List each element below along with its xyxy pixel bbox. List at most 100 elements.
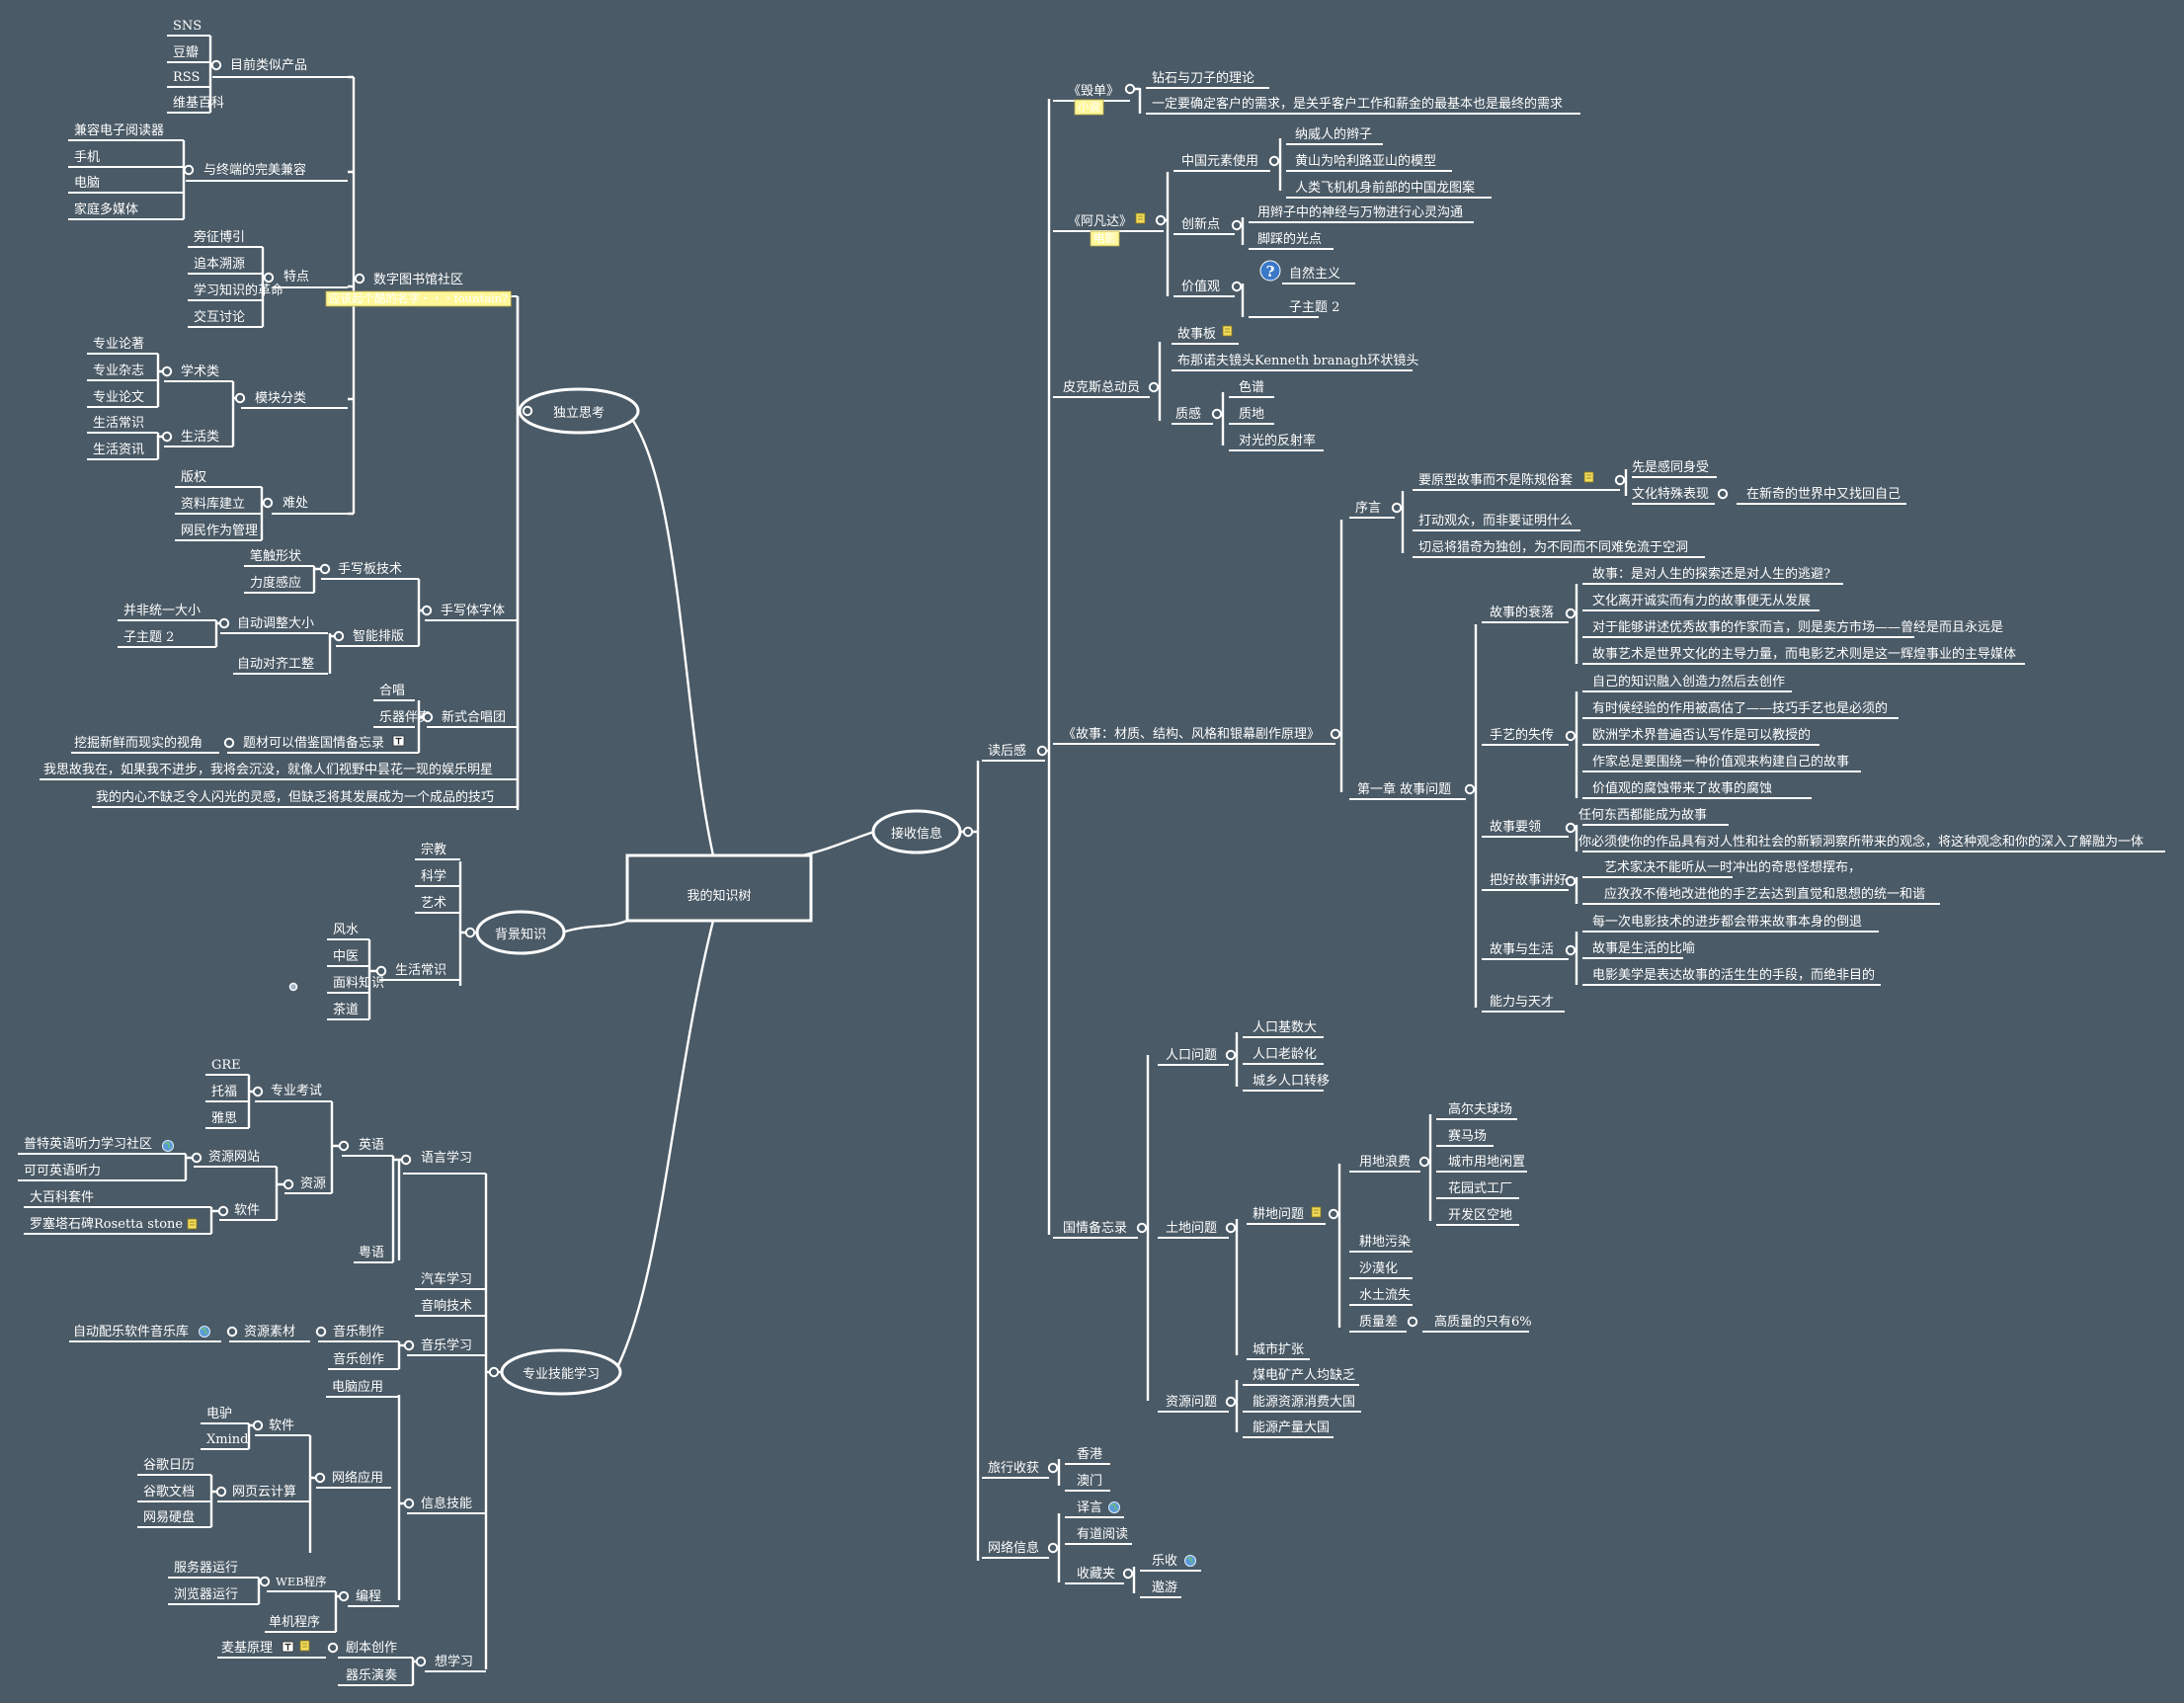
leaf-topic[interactable]: 雅思 bbox=[211, 1111, 237, 1126]
net-info-topic[interactable]: 网络信息 bbox=[988, 1540, 1039, 1556]
cantonese-topic[interactable]: 粤语 bbox=[359, 1245, 384, 1260]
leaf-topic[interactable]: 维基百科 bbox=[173, 96, 224, 111]
autoalign-topic[interactable]: 自动对齐工整 bbox=[237, 656, 314, 672]
quality-topic[interactable]: 质量差 bbox=[1359, 1315, 1398, 1330]
leaf-topic[interactable]: 子主题 2 bbox=[123, 630, 174, 645]
collapse-dot[interactable] bbox=[1047, 1542, 1059, 1554]
globe-icon[interactable] bbox=[199, 1326, 210, 1338]
leaf-topic[interactable]: 生活常识 bbox=[93, 416, 144, 431]
chapter-topic[interactable]: 把好故事讲好 bbox=[1490, 873, 1567, 888]
collapse-dot[interactable] bbox=[259, 1576, 271, 1587]
resource-topic[interactable]: 资源问题 bbox=[1166, 1395, 1217, 1410]
leaf-topic[interactable]: 手机 bbox=[74, 150, 100, 165]
yiyan-topic[interactable]: 译言 bbox=[1077, 1500, 1102, 1515]
collapse-dot[interactable] bbox=[1328, 1208, 1339, 1220]
music-library-topic[interactable]: 自动配乐软件音乐库 bbox=[73, 1324, 189, 1339]
leaf-topic[interactable]: 旁征博引 bbox=[194, 229, 245, 245]
leaf-topic[interactable]: 大百科套件 bbox=[30, 1189, 94, 1205]
collapse-dot[interactable] bbox=[1391, 502, 1403, 514]
leaf-topic[interactable]: 赛马场 bbox=[1448, 1128, 1487, 1144]
collapse-dot[interactable] bbox=[338, 1590, 350, 1602]
collapse-dot[interactable] bbox=[488, 1366, 500, 1378]
leaf-topic[interactable]: 打动观众，而非要证明什么 bbox=[1418, 514, 1573, 528]
leaf-topic[interactable]: 钻石与刀子的理论 bbox=[1152, 70, 1254, 86]
talent-topic[interactable]: 能力与天才 bbox=[1490, 995, 1554, 1010]
leaf-topic[interactable]: 色谱 bbox=[1239, 379, 1264, 395]
life-topic[interactable]: 生活类 bbox=[181, 430, 219, 445]
quote-topic[interactable]: 我的内心不缺乏令人闪光的灵感，但缺乏将其发展成为一个成品的技巧 bbox=[96, 789, 494, 805]
collapse-dot[interactable] bbox=[314, 1472, 326, 1484]
leaf-topic[interactable]: GRE bbox=[211, 1058, 241, 1073]
background-knowledge-label[interactable]: 背景知识 bbox=[495, 927, 546, 942]
choir-theme-child[interactable]: 挖掘新鲜而现实的视角 bbox=[74, 735, 202, 751]
independent-thinking-label[interactable]: 独立思考 bbox=[553, 406, 605, 421]
collapse-dot[interactable] bbox=[1047, 1462, 1059, 1474]
chapter-topic[interactable]: 故事要领 bbox=[1490, 820, 1541, 835]
leaf-topic[interactable]: 文化离开诚实而有力的故事便无从发展 bbox=[1592, 593, 1811, 608]
leaf-topic[interactable]: 纳威人的辫子 bbox=[1295, 126, 1372, 142]
pixar-topic[interactable]: 皮克斯总动员 bbox=[1063, 380, 1140, 395]
leaf-topic[interactable]: 电影美学是表达故事的活生生的手段，而绝非目的 bbox=[1592, 967, 1875, 983]
collapse-dot[interactable] bbox=[403, 1498, 415, 1509]
note-icon[interactable] bbox=[1222, 325, 1233, 337]
features-topic[interactable]: 特点 bbox=[283, 270, 309, 284]
tablet-topic[interactable]: 手写板技术 bbox=[338, 562, 402, 577]
leaf-topic[interactable]: 并非统一大小 bbox=[123, 604, 201, 618]
leaf-topic[interactable]: 乐收 bbox=[1152, 1554, 1177, 1569]
programming-topic[interactable]: 编程 bbox=[356, 1589, 381, 1604]
collapse-dot[interactable] bbox=[1464, 783, 1476, 795]
leaf-topic[interactable]: 网易硬盘 bbox=[143, 1509, 195, 1525]
collapse-dot[interactable] bbox=[252, 1419, 264, 1431]
note-icon[interactable] bbox=[1583, 471, 1594, 483]
collapse-dot[interactable] bbox=[1124, 83, 1136, 95]
collapse-dot[interactable] bbox=[1122, 1568, 1134, 1580]
leaf-topic[interactable]: 专业杂志 bbox=[93, 364, 144, 378]
leaf-topic[interactable]: 合唱 bbox=[379, 684, 405, 698]
leaf-topic[interactable]: 力度感应 bbox=[250, 575, 301, 591]
leaf-topic[interactable]: 作家总是要围绕一种价值观来构建自己的故事 bbox=[1592, 754, 1849, 770]
independent-thinking-oval[interactable] bbox=[518, 387, 640, 435]
collapse-dot[interactable] bbox=[1225, 1222, 1237, 1234]
collapse-dot[interactable] bbox=[522, 405, 533, 417]
leaf-topic[interactable]: 电驴 bbox=[206, 1406, 232, 1421]
music-topic[interactable]: 音乐学习 bbox=[421, 1338, 472, 1353]
leaf-topic[interactable]: 故事：是对人生的探索还是对人生的逃避? bbox=[1592, 566, 1830, 582]
collapse-dot[interactable] bbox=[1614, 474, 1626, 486]
name-note-callout[interactable]: 应该起个酷的名字・・・fountain? bbox=[329, 291, 508, 305]
pc-topic[interactable]: 电脑应用 bbox=[332, 1379, 383, 1395]
favorites-topic[interactable]: 收藏夹 bbox=[1077, 1567, 1115, 1581]
collapse-dot[interactable] bbox=[1565, 730, 1577, 742]
collapse-dot[interactable] bbox=[217, 1205, 229, 1217]
choir-theme-topic[interactable]: 题材可以借鉴国情备忘录 bbox=[243, 735, 384, 751]
collapse-dot[interactable] bbox=[338, 1140, 350, 1152]
note-icon[interactable] bbox=[1311, 1206, 1322, 1218]
leaf-topic[interactable]: 故事艺术是世界文化的主导力量，而电影艺术则是这一辉煌事业的主导媒体 bbox=[1592, 646, 2016, 662]
leaf-topic[interactable]: 水土流失 bbox=[1359, 1288, 1411, 1303]
background-topic[interactable]: 艺术 bbox=[421, 896, 446, 911]
leaf-topic[interactable]: 电脑 bbox=[74, 176, 100, 191]
collapse-dot[interactable] bbox=[1155, 214, 1167, 226]
collapse-dot[interactable] bbox=[1268, 155, 1280, 167]
collapse-dot[interactable] bbox=[161, 365, 173, 377]
music-material-topic[interactable]: 资源素材 bbox=[244, 1325, 295, 1339]
collapse-dot[interactable] bbox=[315, 1326, 327, 1338]
collapse-dot[interactable] bbox=[223, 737, 235, 749]
leaf-topic[interactable]: 中医 bbox=[333, 949, 359, 964]
leaf-topic[interactable]: 子主题 2 bbox=[1289, 300, 1339, 315]
note-icon[interactable] bbox=[299, 1640, 310, 1652]
leaf-topic[interactable]: RSS bbox=[173, 70, 200, 85]
skills-learning-label[interactable]: 专业技能学习 bbox=[523, 1366, 600, 1382]
leaf-topic[interactable]: 人口老龄化 bbox=[1253, 1047, 1317, 1062]
car-topic[interactable]: 汽车学习 bbox=[421, 1271, 472, 1287]
leaf-topic[interactable]: 沙漠化 bbox=[1359, 1261, 1398, 1276]
leaf-topic[interactable]: 网民作为管理 bbox=[181, 524, 258, 538]
collapse-dot[interactable] bbox=[327, 1642, 339, 1654]
leaf-topic[interactable]: 城乡人口转移 bbox=[1253, 1074, 1330, 1089]
leaf-topic[interactable]: 艺术家决不能听从一时冲出的奇思怪想摆布， bbox=[1604, 859, 1861, 875]
leaf-topic[interactable]: 每一次电影技术的进步都会带来故事本身的倒退 bbox=[1592, 914, 1862, 930]
collapse-dot[interactable] bbox=[962, 826, 974, 838]
leaf-topic[interactable]: 追本溯源 bbox=[194, 256, 245, 272]
leaf-topic[interactable]: 托福 bbox=[211, 1085, 237, 1099]
story-book-topic[interactable]: 《故事：材质、结构、风格和银幕剧作原理》 bbox=[1063, 726, 1320, 742]
digital-library-topic[interactable]: 数字图书馆社区 bbox=[373, 272, 463, 287]
